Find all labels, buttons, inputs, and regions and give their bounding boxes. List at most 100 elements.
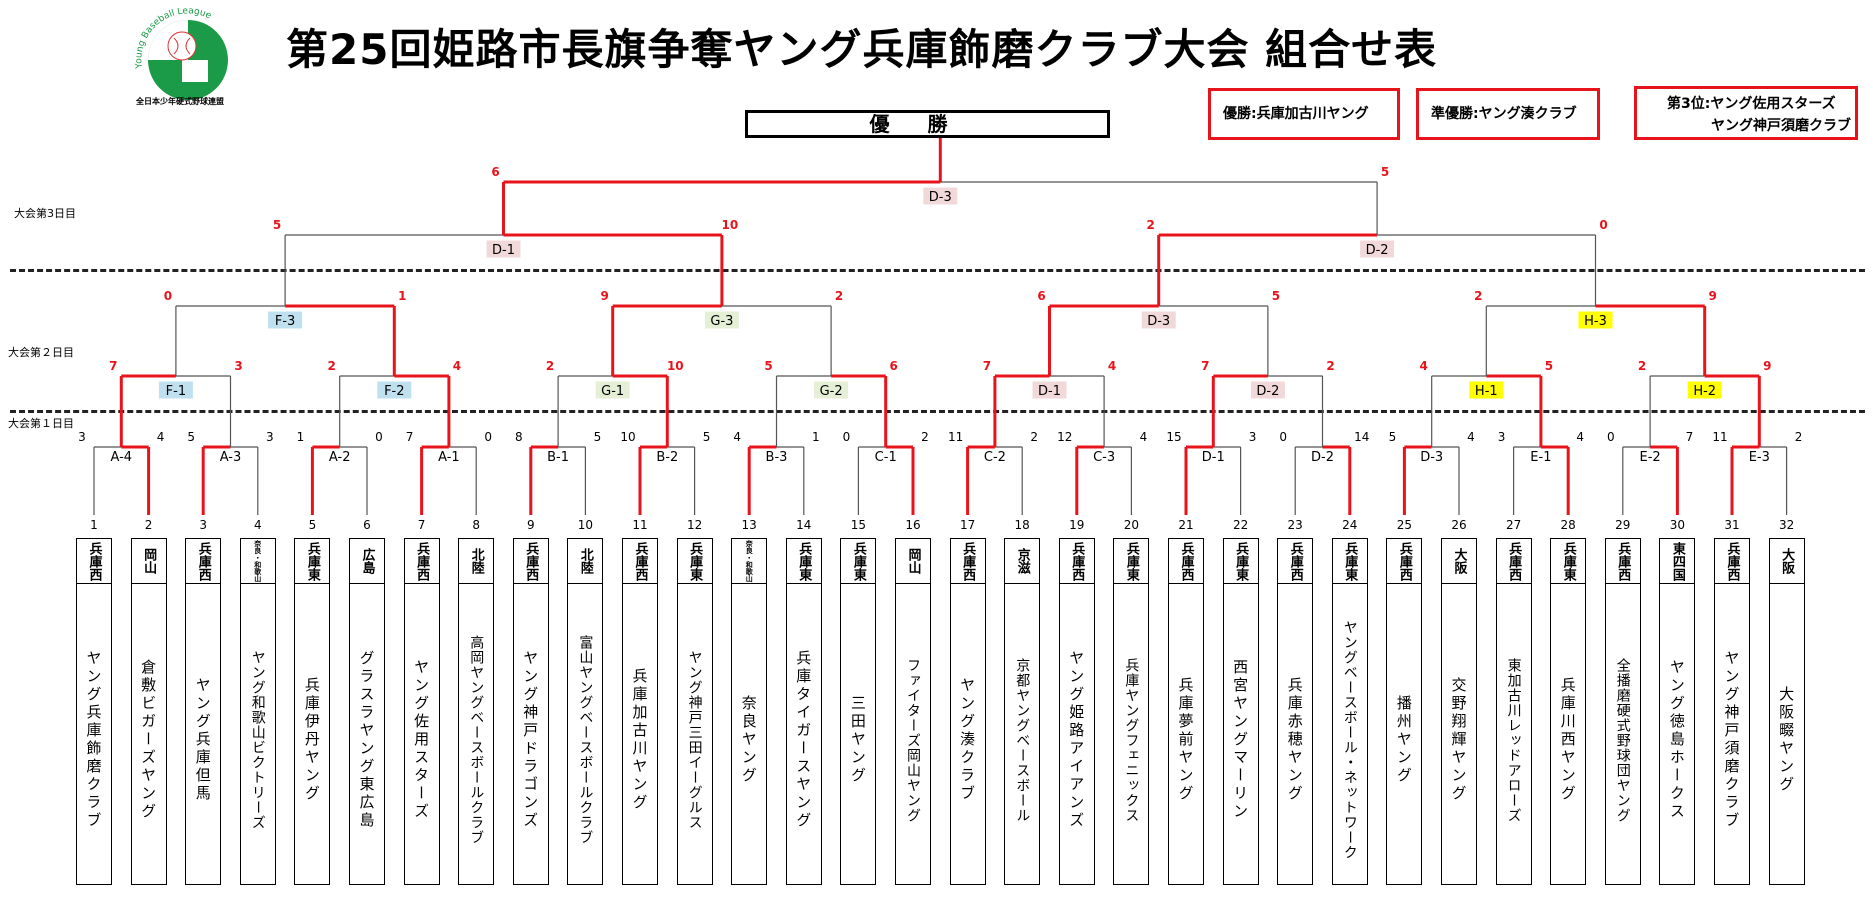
team-name: ヤング兵庫但馬 — [193, 677, 212, 803]
team-region: 京滋 — [1005, 539, 1040, 584]
team-region: 兵庫西 — [1278, 539, 1313, 584]
team-slot: 兵庫西ヤング湊クラブ — [949, 538, 986, 885]
score-right: 2 — [1795, 430, 1803, 444]
match-label: A-4 — [111, 450, 133, 465]
team-name: 兵庫タイガースヤング — [794, 650, 813, 830]
team-slot: 兵庫西ヤング姫路アイアンズ — [1058, 538, 1095, 885]
score-right: 4 — [453, 359, 461, 373]
score-left: 0 — [1607, 430, 1615, 444]
score-right: 9 — [1763, 359, 1771, 373]
team-slot: 北陸高岡ヤングベースボールクラブ — [458, 538, 495, 885]
team-region: 兵庫東 — [1332, 539, 1367, 584]
team-name: 東加古川レッドアローズ — [1505, 657, 1522, 823]
score-left: 11 — [948, 430, 963, 444]
team-name: 兵庫川西ヤング — [1558, 677, 1577, 803]
slot-number: 9 — [526, 518, 535, 532]
score-right: 5 — [1381, 165, 1389, 179]
match-label-highlight — [923, 187, 958, 205]
team-slot: 兵庫西ヤング佐用スターズ — [403, 538, 440, 885]
score-right: 3 — [266, 430, 274, 444]
slot-number: 21 — [1178, 518, 1194, 532]
team-slot: 兵庫西播州ヤング — [1386, 538, 1423, 885]
team-region-text: 岡山 — [905, 548, 921, 574]
team-slot: 兵庫西東加古川レッドアローズ — [1495, 538, 1532, 885]
team-region-text: 兵庫西 — [414, 541, 430, 581]
slot-number: 14 — [796, 518, 812, 532]
slot-number: 13 — [741, 518, 757, 532]
match-label: B-1 — [547, 450, 569, 465]
match-label-highlight — [158, 381, 193, 399]
team-name: 兵庫赤穂ヤング — [1285, 677, 1304, 803]
team-region: 兵庫東 — [841, 539, 876, 584]
team-name: 交野翔輝ヤング — [1449, 677, 1468, 803]
team-region: 兵庫東 — [1551, 539, 1586, 584]
match-label: B-3 — [766, 450, 788, 465]
team-name: ヤング和歌山ビクトリーズ — [249, 650, 266, 830]
slot-number: 17 — [959, 518, 976, 532]
team-slot: 大阪交野翔輝ヤング — [1441, 538, 1477, 885]
team-slot: 東四国ヤング徳島ホークス — [1659, 538, 1696, 885]
team-region-text: 奈良・和歌山 — [745, 540, 754, 582]
match-label: D-2 — [1366, 243, 1389, 258]
score-left: 0 — [164, 289, 172, 303]
team-region: 大阪 — [1769, 539, 1804, 584]
team-region-text: 兵庫東 — [850, 541, 866, 581]
match-label-highlight — [1250, 381, 1285, 399]
match-label: A-3 — [220, 450, 242, 465]
third-place-text-1: 第3位:ヤング佐用スターズ — [1667, 96, 1836, 112]
match-label: D-1 — [1038, 384, 1061, 399]
score-right: 5 — [1272, 289, 1280, 303]
match-label: H-2 — [1693, 384, 1716, 399]
match-label-highlight — [704, 311, 739, 329]
match-label-highlight — [268, 311, 303, 329]
score-left: 11 — [1712, 430, 1727, 444]
match-label: C-1 — [875, 450, 897, 465]
team-region: 兵庫西 — [950, 539, 985, 584]
winner-box: 優勝:兵庫加古川ヤング — [1208, 88, 1400, 140]
third-place-box: 第3位:ヤング佐用スターズ ヤング神戸須磨クラブ — [1634, 86, 1858, 140]
runner-up-text: 準優勝:ヤング湊クラブ — [1431, 106, 1577, 122]
score-left: 8 — [515, 430, 523, 444]
team-name: ファイターズ岡山ヤング — [905, 657, 921, 823]
team-region-text: 兵庫西 — [1178, 541, 1194, 581]
score-left: 0 — [843, 430, 851, 444]
team-name: 奈良ヤング — [739, 695, 758, 785]
score-left: 2 — [328, 359, 336, 373]
slot-number: 30 — [1669, 518, 1686, 532]
team-region-text: 奈良・和歌山 — [253, 540, 262, 582]
slot-number: 4 — [253, 518, 262, 532]
team-region: 兵庫西 — [623, 539, 657, 584]
match-label-highlight — [1578, 311, 1613, 329]
team-region-text: 兵庫東 — [1233, 541, 1249, 581]
team-region-text: 兵庫西 — [632, 541, 648, 581]
match-label: B-2 — [656, 450, 678, 465]
match-label: E-2 — [1640, 450, 1661, 465]
slot-number: 1 — [90, 518, 98, 532]
team-name: 兵庫伊丹ヤング — [302, 677, 321, 803]
team-region: 兵庫西 — [1169, 539, 1203, 584]
score-right: 5 — [1545, 359, 1553, 373]
day1-label: 大会第１日目 — [8, 417, 74, 430]
team-name: 西宮ヤングマーリン — [1231, 659, 1250, 821]
divider-day3 — [10, 269, 1865, 272]
team-slot: 京滋京都ヤングベースボール — [1004, 538, 1041, 885]
team-slot: 兵庫西ヤング神戸須磨クラブ — [1714, 538, 1750, 885]
score-left: 2 — [1638, 359, 1646, 373]
team-region: 兵庫西 — [1496, 539, 1531, 584]
team-name: 倉敷ビガーズヤング — [139, 659, 158, 821]
team-region-text: 兵庫東 — [304, 541, 320, 581]
team-region: 大阪 — [1442, 539, 1476, 584]
score-right: 1 — [398, 289, 406, 303]
team-name: 高岡ヤングベースボールクラブ — [468, 635, 485, 845]
match-label-highlight — [377, 381, 412, 399]
team-region: 兵庫西 — [1059, 539, 1094, 584]
match-label: G-1 — [601, 384, 624, 399]
team-region: 兵庫西 — [1605, 539, 1640, 584]
score-right: 4 — [1140, 430, 1148, 444]
team-region-text: 兵庫東 — [1560, 541, 1576, 581]
score-right: 1 — [812, 430, 820, 444]
match-label: D-3 — [1147, 314, 1170, 329]
match-label: D-2 — [1311, 450, 1334, 465]
score-right: 3 — [1249, 430, 1257, 444]
